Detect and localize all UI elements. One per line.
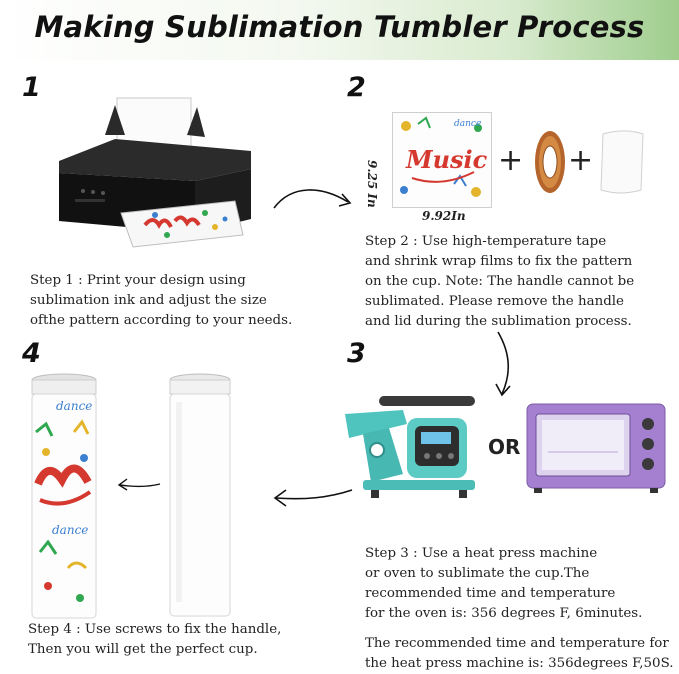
press-time-note: The recommended time and temperature for… (365, 636, 674, 671)
or-label: OR (488, 435, 521, 459)
design-word-dance: dance (454, 119, 481, 129)
step-2-number: 2 (347, 72, 366, 103)
design-width-label: 9.92In (422, 209, 466, 223)
step-1-number: 1 (22, 72, 41, 103)
blank-tumbler-image (169, 373, 231, 617)
arrow-right-icon (273, 189, 352, 209)
step-1-text: Step 1 : Print your design using sublima… (30, 273, 293, 328)
printed-tumbler-image: dance dance (31, 373, 97, 619)
plus-sign-2: + (568, 143, 594, 178)
heat-tape-roll-icon (535, 131, 565, 193)
arrow-down-icon (495, 331, 511, 397)
shrink-wrap-film-icon (600, 130, 644, 194)
step-2-text: Step 2 : Use high-temperature tape and s… (365, 234, 635, 329)
printed-design-thumbnail (143, 210, 228, 238)
step-3-text: Step 3 : Use a heat press machine or ove… (365, 546, 643, 621)
step-4-number: 4 (22, 338, 41, 369)
tumbler-word-dance: dance (56, 399, 92, 413)
arrow-left-small-icon (117, 478, 161, 491)
heat-press-machine-icon (345, 396, 475, 498)
design-word-music: Music (405, 145, 488, 174)
design-sheet-image: dance Music (392, 112, 492, 208)
printer-icon (59, 97, 251, 248)
step-4-text: Step 4 : Use screws to fix the handle, T… (28, 622, 282, 657)
step-3-number: 3 (347, 338, 366, 369)
oven-icon (526, 403, 666, 493)
design-height-label: 9.25 In (365, 160, 379, 208)
header-banner (0, 0, 679, 60)
arrow-left-icon (273, 489, 353, 507)
plus-sign-1: + (498, 143, 524, 178)
tumbler-word-dance-2: dance (52, 523, 88, 537)
page-title: Making Sublimation Tumbler Process (34, 10, 645, 44)
